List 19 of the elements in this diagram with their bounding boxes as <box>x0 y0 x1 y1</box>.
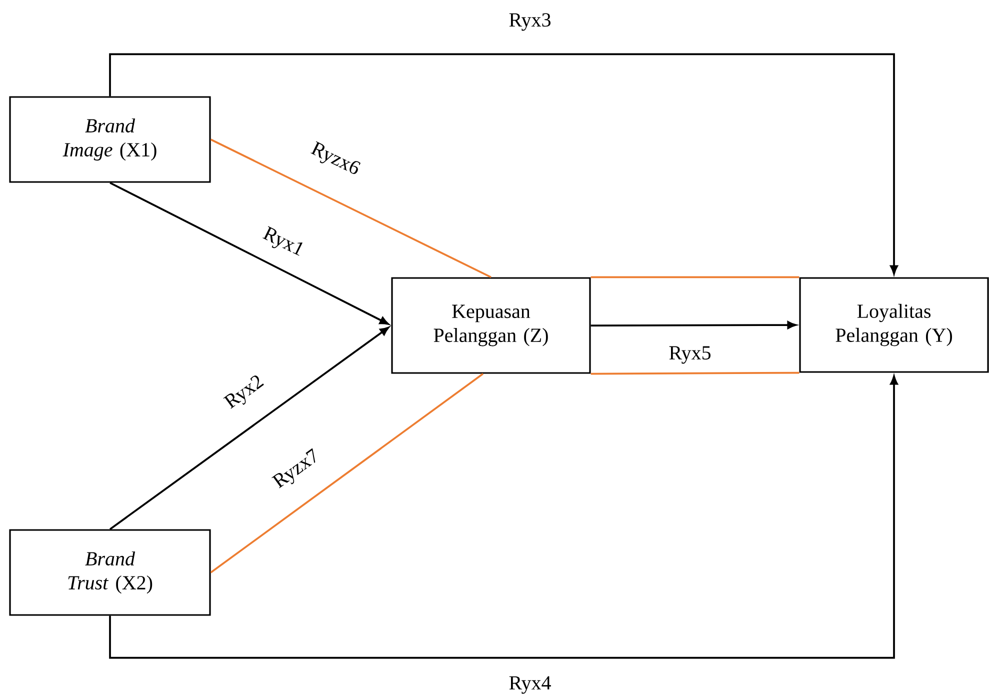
edge-label: Ryx1 <box>258 224 308 262</box>
arrow <box>109 53 898 274</box>
arrow <box>109 376 898 659</box>
variable-box: Brand Image (X1) <box>9 96 211 183</box>
connector-line <box>210 373 484 574</box>
variable-box: Brand Trust (X2) <box>9 529 211 616</box>
connector-line <box>590 372 800 375</box>
variable-box: Loyalitas Pelanggan (Y) <box>799 277 989 373</box>
edge-label: Ryx4 <box>507 674 553 696</box>
edge-label: Ryx2 <box>220 372 270 414</box>
edge-label: Ryx5 <box>667 344 713 366</box>
connector-line <box>590 276 800 278</box>
connector-line <box>210 138 492 278</box>
variable-box: Kepuasan Pelanggan (Z) <box>391 277 591 374</box>
edge-label: Ryx3 <box>507 12 553 32</box>
arrow <box>590 321 796 329</box>
arrow <box>110 182 389 325</box>
edge-label: Ryzx6 <box>306 139 364 181</box>
arrow <box>109 326 390 530</box>
